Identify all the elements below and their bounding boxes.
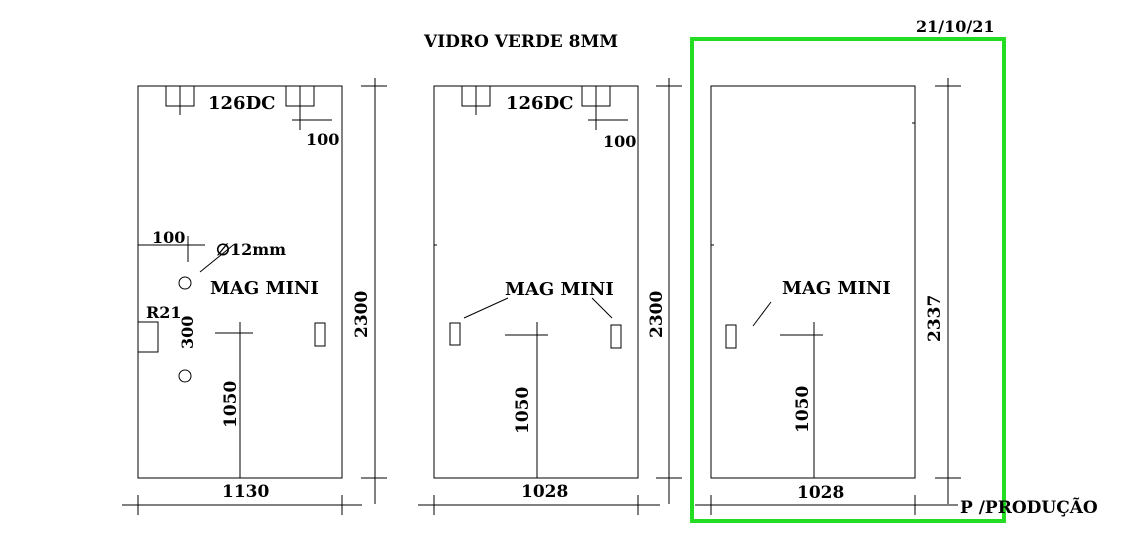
panel-2-offset-top: 100	[603, 132, 636, 151]
panel-2-magnet-label: MAG MINI	[505, 279, 614, 300]
panel-1-magnet	[314, 322, 326, 347]
panel-3-width: 1028	[797, 483, 844, 503]
panel-2-magnet-right	[610, 324, 622, 349]
highlight-box	[690, 37, 1006, 523]
panel-1-hole-label: ∅12mm	[216, 240, 286, 259]
drawing-date: 21/10/21	[916, 17, 994, 36]
panel-1-hole-spacing: 300	[178, 316, 197, 349]
panel-1-offset-top: 100	[306, 130, 339, 149]
panel-2: 126DC 100 MAG MINI 1050 2300 1028	[418, 78, 682, 515]
panel-1-radius-cutout	[137, 321, 159, 353]
panel-1-magnet-label: MAG MINI	[210, 278, 319, 299]
panel-2-magnet-left	[449, 322, 461, 346]
panel-1-width: 1130	[222, 482, 269, 502]
panel-3-magnet-label: MAG MINI	[782, 278, 891, 299]
panel-2-hardware-label: 126DC	[506, 93, 574, 114]
panel-2-height: 2300	[647, 291, 667, 338]
panel-3-magnet	[725, 324, 737, 349]
panel-1-offset-left: 100	[152, 228, 185, 247]
panel-3-outline	[710, 85, 916, 479]
panel-3-height: 2337	[925, 295, 945, 342]
panel-1-hole-bottom	[178, 369, 192, 383]
panel-1-hole-top	[178, 276, 192, 290]
panel-3: MAG MINI 1050 2337 1028	[695, 78, 961, 515]
panel-2-handle-height: 1050	[513, 387, 533, 434]
panel-2-width: 1028	[521, 482, 568, 502]
panel-1-height: 2300	[352, 291, 372, 338]
drawing-title: VIDRO VERDE 8MM	[423, 32, 618, 52]
panel-2-outline	[433, 85, 639, 479]
panel-1-hardware-label: 126DC	[208, 93, 276, 114]
panel-1-radius-label: R21	[146, 303, 182, 322]
production-status: P /PRODUÇÃO	[960, 496, 1098, 518]
panel-1: 126DC 100 100 ∅12mm R21 300 MAG MINI 105…	[122, 78, 387, 515]
panel-3-handle-height: 1050	[793, 386, 813, 433]
panel-1-handle-height: 1050	[221, 381, 241, 428]
